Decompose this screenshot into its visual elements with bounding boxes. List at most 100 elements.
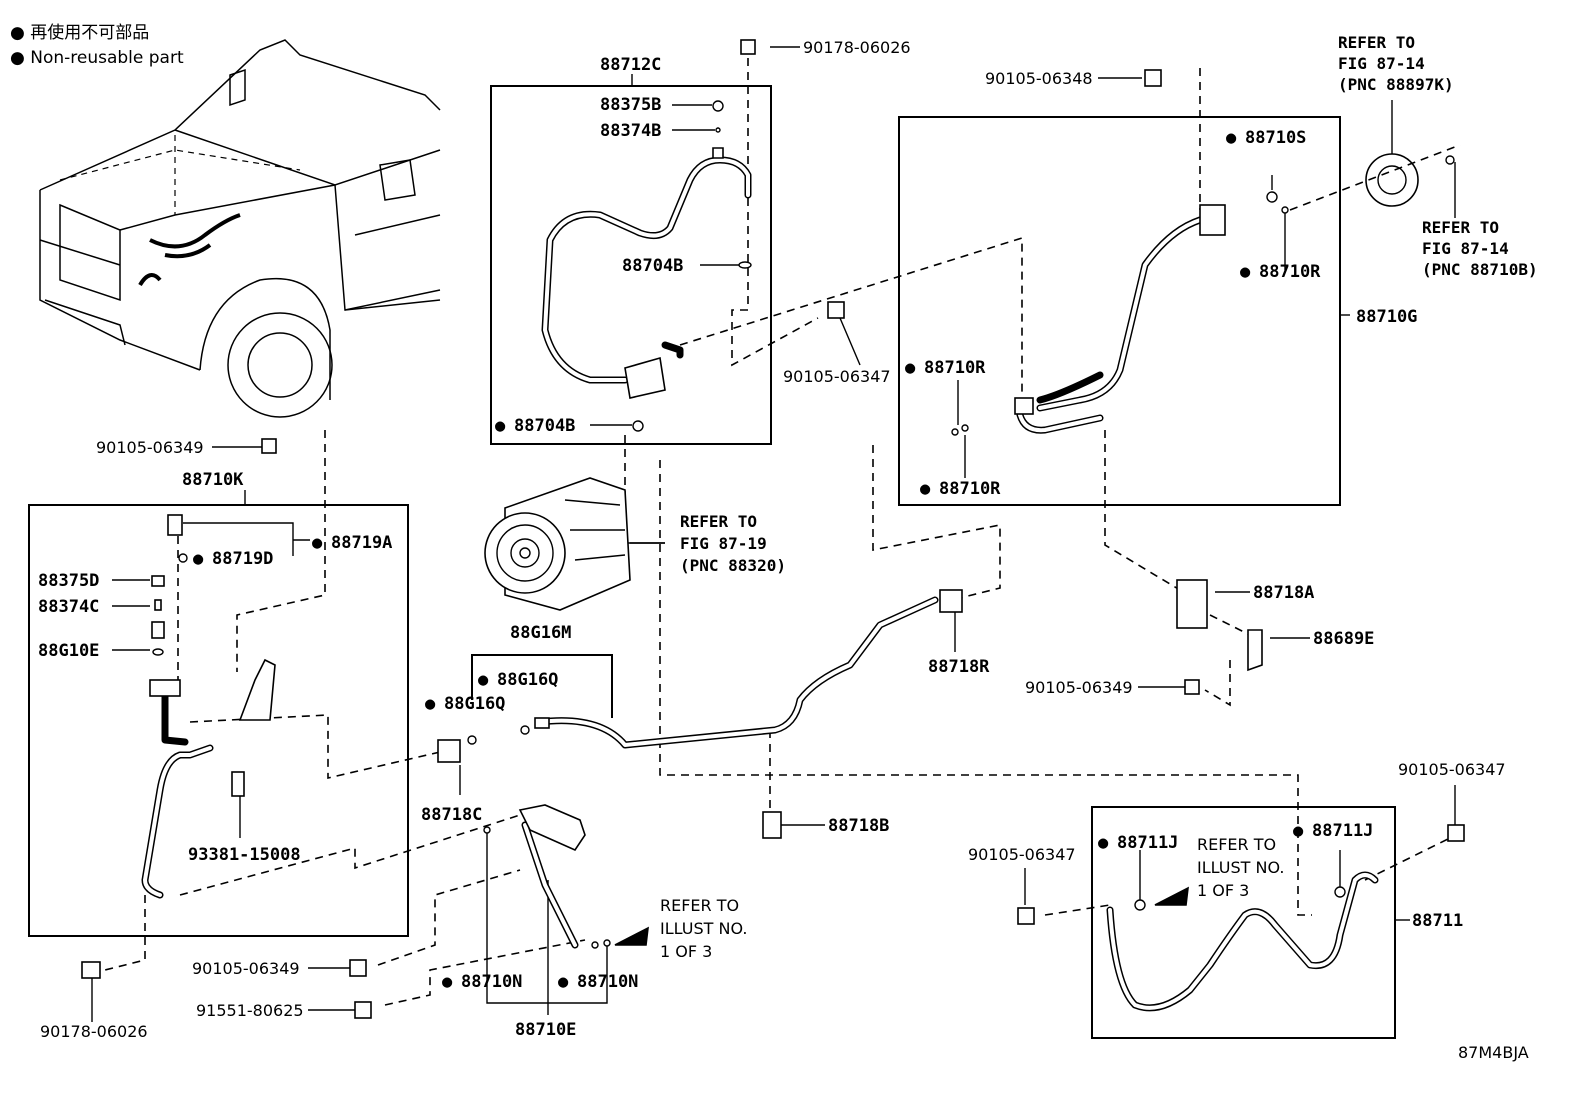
- label-90105-06347-low: 90105-06347: [968, 845, 1076, 864]
- ref-88897K-line3: (PNC 88897K): [1338, 75, 1454, 94]
- legend-line-japanese: ● 再使用不可部品: [10, 22, 149, 43]
- label-88712C: 88712C: [600, 55, 661, 75]
- ref-illust-left: REFER TO ILLUST NO. 1 OF 3: [660, 896, 747, 961]
- ref-88320-line3: (PNC 88320): [680, 556, 786, 575]
- ref-fig-88320: REFER TO FIG 87-19 (PNC 88320): [680, 512, 786, 575]
- valve-88G10E: [151, 621, 165, 639]
- fitting-88710G-left: [1014, 397, 1034, 415]
- label-88375B: 88375B: [600, 95, 661, 115]
- label-88710K: 88710K: [182, 470, 244, 490]
- marker-88710N-a: ●: [442, 972, 453, 992]
- label-90105-06348: 90105-06348: [985, 69, 1093, 88]
- marker-88G16Q-b: ●: [425, 694, 436, 714]
- label-88710G: 88710G: [1356, 307, 1417, 327]
- cap-88375D: [151, 575, 165, 587]
- bracket-88710K: [238, 658, 276, 721]
- clamp-88718R: [939, 589, 963, 613]
- label-88704B-bottom: 88704B: [514, 416, 575, 436]
- label-90178-06026-bottom: 90178-06026: [40, 1022, 148, 1041]
- label-90178-06026-top: 90178-06026: [803, 38, 911, 57]
- vehicle-outline: [39, 39, 441, 418]
- ref-illust-left-line1: REFER TO: [660, 896, 739, 915]
- label-88689E: 88689E: [1313, 629, 1374, 649]
- diagram-code: 87M4BJA: [1458, 1043, 1529, 1062]
- o-ring-88710N-a: [591, 941, 599, 949]
- label-88710N-b: 88710N: [577, 972, 638, 992]
- ref-88710B-line1: REFER TO: [1422, 218, 1499, 237]
- marker-88710R-b: ●: [905, 358, 916, 378]
- bolt-90105-06348: [1144, 69, 1162, 87]
- ref-88710B-line3: (PNC 88710B): [1422, 260, 1538, 279]
- marker-88710R-c: ●: [920, 479, 931, 499]
- bolt-93381-15008: [231, 771, 245, 797]
- marker-88710S: ●: [1226, 128, 1237, 148]
- o-ring-88G16Q-b: [520, 725, 530, 735]
- nut-90178-06026-bottom: [81, 961, 101, 979]
- label-88374B: 88374B: [600, 121, 661, 141]
- block-88710K: [149, 679, 181, 697]
- ref-88710B-line2: FIG 87-14: [1422, 239, 1509, 258]
- label-88718A: 88718A: [1253, 583, 1314, 603]
- label-88710R-b: 88710R: [924, 358, 986, 378]
- label-88719D: 88719D: [212, 549, 273, 569]
- ref-88897K-line2: FIG 87-14: [1338, 54, 1425, 73]
- label-90105-06349-b: 90105-06349: [1025, 678, 1133, 697]
- o-ring-88711J-a: [1134, 899, 1146, 911]
- switch-88719A: [167, 514, 183, 536]
- label-88711: 88711: [1412, 911, 1463, 931]
- ref-illust-right-line3: 1 OF 3: [1197, 881, 1249, 900]
- clamp-88718A: [1176, 579, 1208, 629]
- label-88710S: 88710S: [1245, 128, 1306, 148]
- ref-fig-88897K: REFER TO FIG 87-14 (PNC 88897K): [1338, 33, 1454, 94]
- ref-88320-line2: FIG 87-19: [680, 534, 767, 553]
- frame-88710G: [898, 116, 1341, 506]
- ref-illust-left-line3: 1 OF 3: [660, 942, 712, 961]
- label-90105-06349-a: 90105-06349: [96, 438, 204, 457]
- clamp-88718C: [437, 739, 461, 763]
- label-88710R-a: 88710R: [1259, 262, 1321, 282]
- marker-88710R-a: ●: [1240, 262, 1251, 282]
- bolt-90105-06347-mid: [827, 301, 845, 319]
- label-88718B: 88718B: [828, 816, 889, 836]
- ref-illust-right: REFER TO ILLUST NO. 1 OF 3: [1197, 835, 1284, 900]
- parts: [81, 39, 1465, 1019]
- o-ring-88719D: [178, 553, 188, 563]
- bolt-90105-06349-b: [1184, 679, 1200, 695]
- frame-88712C: [490, 85, 772, 445]
- o-ring-88711J-b: [1334, 886, 1346, 898]
- pipes: [141, 156, 1379, 1012]
- o-ring-88G16Q-a: [467, 735, 477, 745]
- marker-88711J-b: ●: [1293, 821, 1304, 841]
- bolt-90105-06347-low: [1017, 907, 1035, 925]
- bolt-91551-80625: [354, 1001, 372, 1019]
- label-90105-06347-mid: 90105-06347: [783, 367, 891, 386]
- marker-88G16Q-a: ●: [478, 670, 489, 690]
- o-ring-88710R-left-a: [951, 428, 959, 436]
- marker-88719D: ●: [193, 549, 204, 569]
- o-ring-88704B-bottom: [632, 420, 644, 432]
- label-88710E: 88710E: [515, 1020, 576, 1040]
- marker-88704B-bottom: ●: [495, 416, 506, 436]
- label-88711J-a: 88711J: [1117, 833, 1178, 853]
- label-88375D: 88375D: [38, 571, 99, 591]
- o-ring-88710N-b: [603, 939, 611, 947]
- frame-88710K: [28, 504, 409, 937]
- part-labels: 90178-06026 88712C 88375B 88374B 88704B …: [38, 38, 1529, 1062]
- legend: ● 再使用不可部品 ● Non-reusable part: [10, 22, 184, 68]
- bolt-90105-06347-right: [1447, 824, 1465, 842]
- cap-88375B: [712, 100, 724, 112]
- ref-88897K-line1: REFER TO: [1338, 33, 1415, 52]
- label-88G16M: 88G16M: [510, 623, 571, 643]
- label-88G10E: 88G10E: [38, 641, 99, 661]
- fitting-88710G-top: [1199, 204, 1226, 236]
- label-88374C: 88374C: [38, 597, 99, 617]
- marker-88710N-b: ●: [558, 972, 569, 992]
- label-90105-06347-right: 90105-06347: [1398, 760, 1506, 779]
- core-88374B: [715, 127, 721, 133]
- ref-fig-88710B: REFER TO FIG 87-14 (PNC 88710B): [1422, 218, 1538, 279]
- clamp-88718B: [762, 811, 782, 839]
- label-91551-80625: 91551-80625: [196, 1001, 304, 1020]
- o-ring-88704B-top: [738, 261, 752, 269]
- label-88710R-c: 88710R: [939, 479, 1001, 499]
